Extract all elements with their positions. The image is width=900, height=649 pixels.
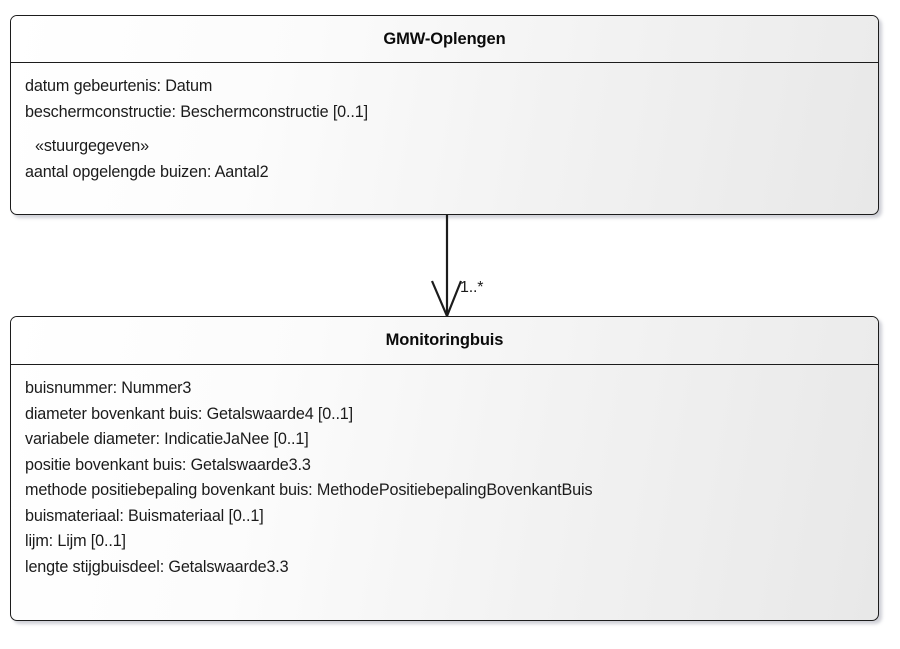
uml-attribute-compartment: buisnummer: Nummer3 diameter bovenkant b… — [11, 365, 878, 590]
uml-attribute: lijm: Lijm [0..1] — [25, 532, 126, 550]
uml-attribute: methode positiebepaling bovenkant buis: … — [25, 481, 593, 499]
uml-class-header: GMW-Oplengen — [11, 16, 878, 63]
uml-attribute: variabele diameter: IndicatieJaNee [0..1… — [25, 430, 309, 448]
uml-class-monitoringbuis[interactable]: Monitoringbuis buisnummer: Nummer3 diame… — [10, 316, 879, 621]
uml-attribute-compartment: datum gebeurtenis: Datum beschermconstru… — [11, 63, 878, 195]
uml-attribute: positie bovenkant buis: Getalswaarde3.3 — [25, 455, 311, 474]
uml-class-gmw-oplengen[interactable]: GMW-Oplengen datum gebeurtenis: Datum be… — [10, 15, 879, 215]
uml-attribute: aantal opgelengde buizen: Aantal2 — [25, 162, 269, 181]
uml-class-header: Monitoringbuis — [11, 317, 878, 365]
uml-attribute: buismateriaal: Buismateriaal [0..1] — [25, 506, 264, 525]
uml-attribute: datum gebeurtenis: Datum — [25, 77, 213, 95]
uml-attribute: buisnummer: Nummer3 — [25, 379, 192, 397]
uml-attribute: lengte stijgbuisdeel: Getalswaarde3.3 — [25, 557, 289, 576]
arrowhead-icon — [430, 280, 463, 319]
uml-class-title: GMW-Oplengen — [383, 29, 506, 48]
uml-class-title: Monitoringbuis — [385, 331, 504, 349]
uml-attribute: beschermconstructie: Beschermconstructie… — [25, 102, 368, 121]
uml-attribute: diameter bovenkant buis: Getalswaarde4 [… — [25, 404, 353, 423]
uml-stereotype-label: «stuurgegeven» — [35, 137, 150, 155]
association-multiplicity-label: 1..* — [460, 279, 484, 296]
